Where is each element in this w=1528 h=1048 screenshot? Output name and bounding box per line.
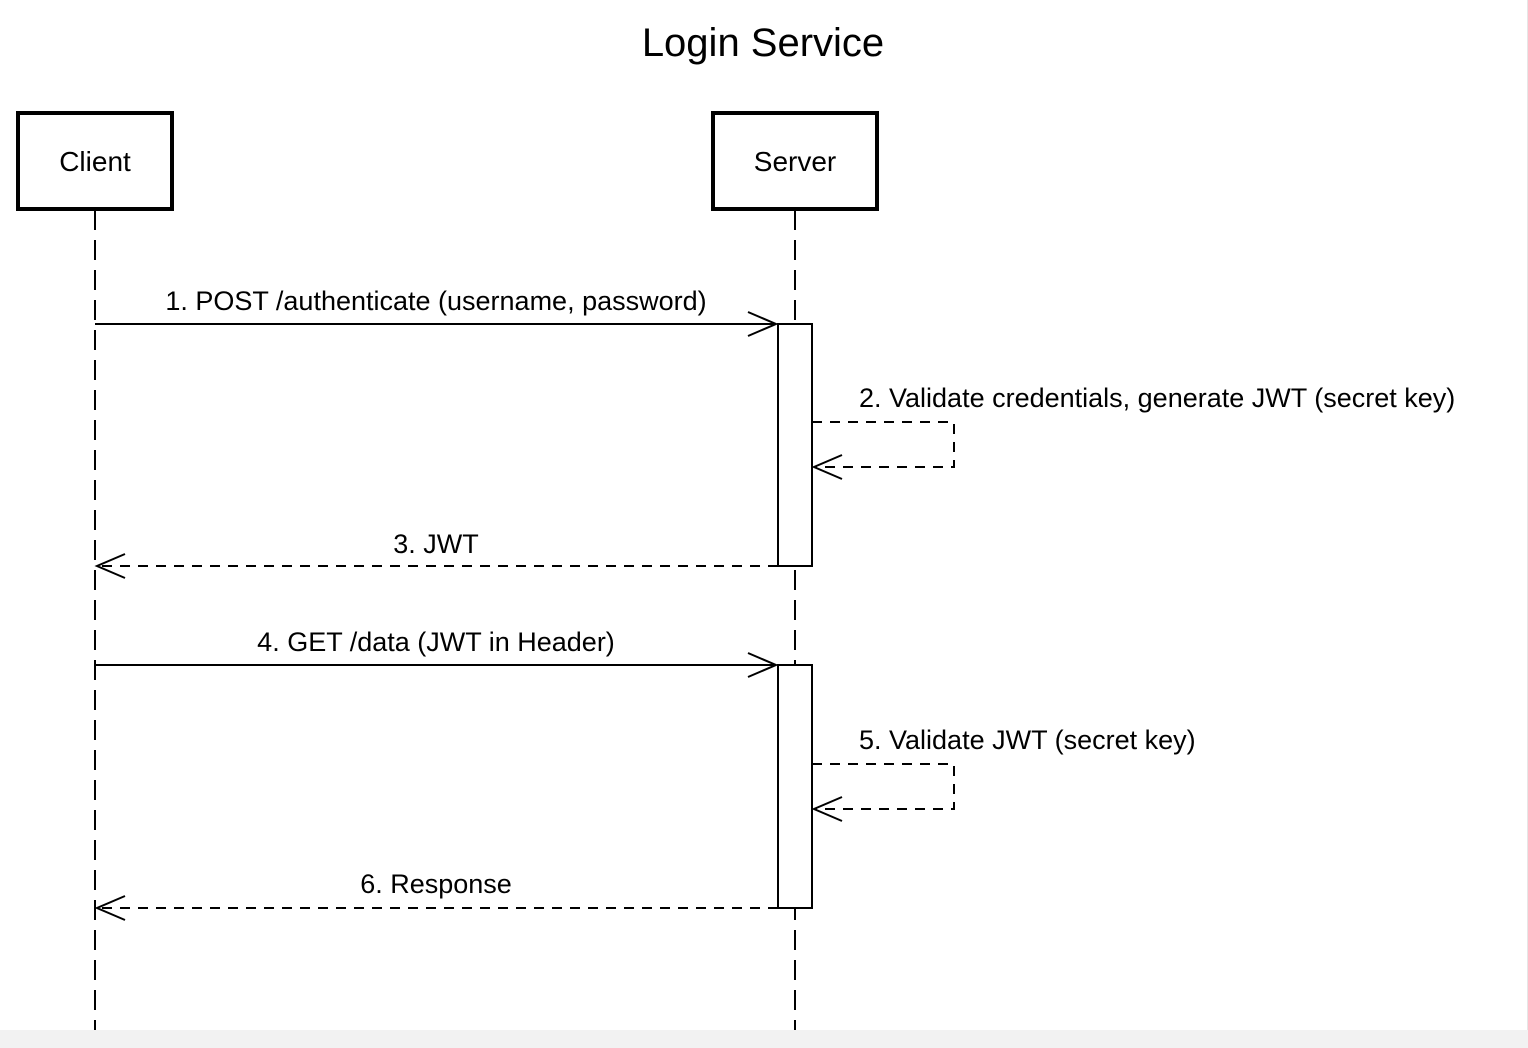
message-2-label: 2. Validate credentials, generate JWT (s… <box>859 383 1455 413</box>
message-6-arrowhead <box>94 895 126 921</box>
server-activation-2 <box>777 664 813 909</box>
message-2-line <box>812 421 955 468</box>
message-3-arrowhead <box>94 553 126 579</box>
message-3[interactable]: 3. JWT <box>94 529 778 579</box>
participant-server-label: Server <box>754 146 836 177</box>
message-2[interactable]: 2. Validate credentials, generate JWT (s… <box>811 383 1455 480</box>
message-1-label: 1. POST /authenticate (username, passwor… <box>165 286 706 316</box>
message-4[interactable]: 4. GET /data (JWT in Header) <box>95 627 779 678</box>
diagram-title: Login Service <box>642 21 884 65</box>
message-5[interactable]: 5. Validate JWT (secret key) <box>811 725 1196 822</box>
message-2-arrowhead <box>811 454 843 480</box>
message-4-label: 4. GET /data (JWT in Header) <box>257 627 615 657</box>
participant-server-box <box>711 111 879 211</box>
message-3-label: 3. JWT <box>393 529 479 559</box>
message-5-line <box>812 763 955 810</box>
participant-client-label: Client <box>59 146 131 177</box>
server-activation-1 <box>777 323 813 567</box>
participant-client[interactable]: Client <box>16 111 174 211</box>
message-1-arrowhead <box>747 311 779 337</box>
message-5-label: 5. Validate JWT (secret key) <box>859 725 1196 755</box>
message-1[interactable]: 1. POST /authenticate (username, passwor… <box>95 286 779 337</box>
message-6-label: 6. Response <box>360 869 512 899</box>
participant-client-box <box>16 111 174 211</box>
message-6[interactable]: 6. Response <box>94 869 778 921</box>
message-4-arrowhead <box>747 652 779 678</box>
participant-server[interactable]: Server <box>711 111 879 211</box>
message-5-arrowhead <box>811 796 843 822</box>
